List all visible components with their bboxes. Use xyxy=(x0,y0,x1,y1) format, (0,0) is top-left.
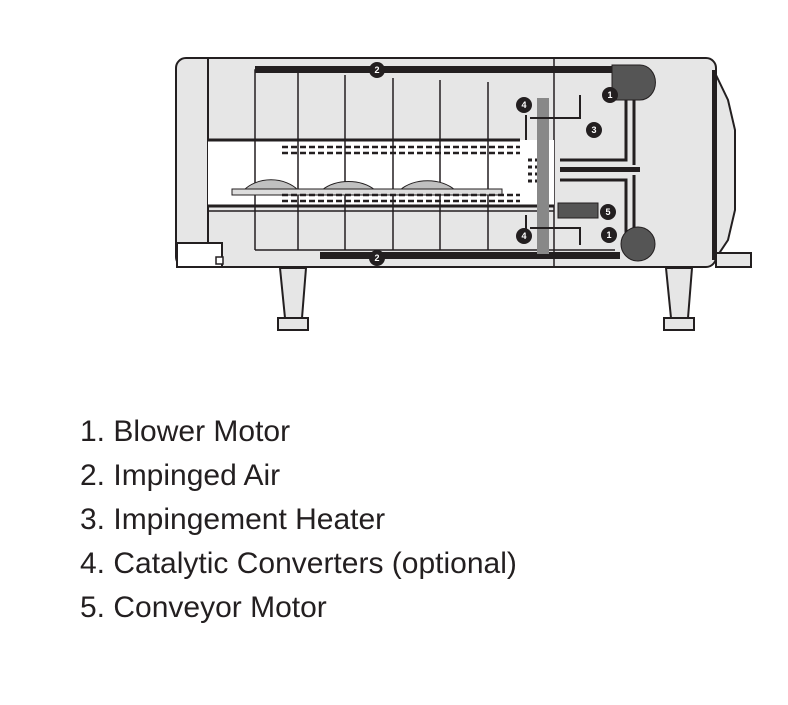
svg-text:5: 5 xyxy=(605,207,610,217)
diagram-markers: 2 2 4 4 1 1 3 5 xyxy=(369,62,618,266)
marker-4-top: 4 xyxy=(516,97,532,113)
oven-rear-panel xyxy=(715,74,736,262)
marker-4-bottom: 4 xyxy=(516,228,532,244)
marker-5: 5 xyxy=(600,204,616,220)
catalytic-duct xyxy=(537,98,549,254)
svg-text:1: 1 xyxy=(606,230,611,240)
legend-item-impinged-air: 2. Impinged Air xyxy=(80,459,281,492)
legend-item-impingement-heater: 3. Impingement Heater xyxy=(80,503,386,536)
marker-3: 3 xyxy=(586,122,602,138)
conveyor-extension-right xyxy=(715,252,752,268)
legend: 1. Blower Motor 2. Impinged Air 3. Impin… xyxy=(80,410,517,630)
legend-item-conveyor-motor: 5. Conveyor Motor xyxy=(80,591,327,624)
conveyor-motor xyxy=(557,202,599,219)
svg-text:4: 4 xyxy=(521,231,526,241)
svg-text:4: 4 xyxy=(521,100,526,110)
food-items xyxy=(242,179,457,191)
blower-motor-top xyxy=(611,64,656,101)
marker-1-top: 1 xyxy=(602,87,618,103)
svg-text:2: 2 xyxy=(374,253,379,263)
control-box xyxy=(176,242,223,268)
marker-1-bottom: 1 xyxy=(601,227,617,243)
bottom-air-duct xyxy=(320,252,620,259)
svg-text:1: 1 xyxy=(607,90,612,100)
marker-2-bottom: 2 xyxy=(369,250,385,266)
svg-text:3: 3 xyxy=(591,125,596,135)
marker-2-top: 2 xyxy=(369,62,385,78)
svg-text:2: 2 xyxy=(374,65,379,75)
legend-item-catalytic-converters: 4. Catalytic Converters (optional) xyxy=(80,547,517,580)
top-air-duct xyxy=(255,66,623,73)
oven-legs xyxy=(277,267,695,331)
legend-item-blower-motor: 1. Blower Motor xyxy=(80,415,291,448)
blower-motor-bottom xyxy=(620,226,656,262)
